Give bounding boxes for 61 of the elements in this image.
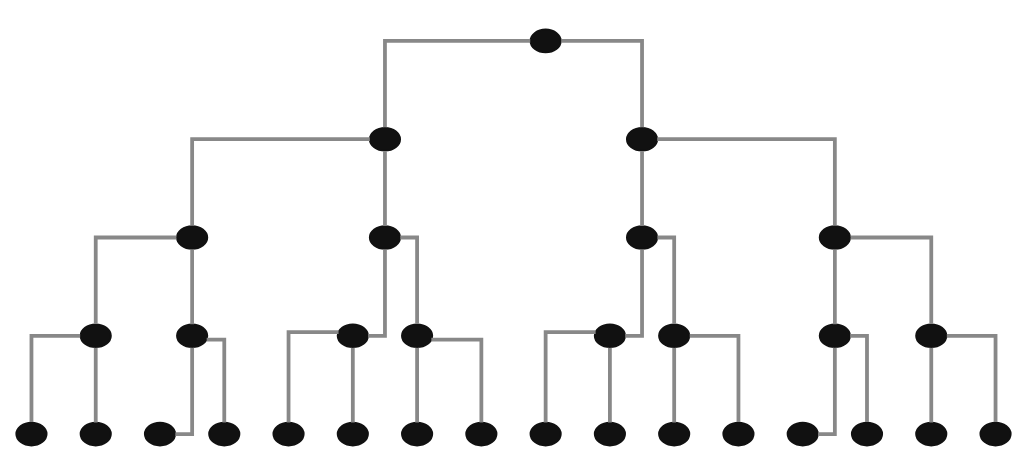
node-circle	[915, 421, 948, 447]
node-circle	[850, 421, 884, 447]
node-circle	[368, 225, 402, 250]
connector	[93, 235, 177, 324]
node-circle	[79, 421, 112, 447]
node-circle	[818, 225, 851, 250]
connector	[672, 347, 677, 423]
node-circle	[529, 421, 562, 447]
connector	[29, 333, 81, 423]
node-circle	[401, 421, 434, 447]
connector	[850, 333, 869, 423]
connector	[929, 347, 934, 423]
connector	[946, 333, 998, 423]
connector	[400, 235, 419, 324]
connector	[640, 151, 644, 226]
connector	[206, 337, 227, 423]
node-circle	[143, 421, 177, 447]
connector	[286, 330, 339, 423]
node-circle	[368, 126, 402, 152]
connector	[608, 347, 612, 423]
node-circle	[625, 225, 659, 250]
node-circle	[593, 421, 626, 447]
connector	[415, 347, 419, 423]
connector	[561, 39, 644, 128]
connector	[543, 330, 596, 423]
connector	[350, 347, 355, 423]
connector	[689, 333, 741, 423]
node-circle	[401, 323, 434, 349]
node-circle	[979, 421, 1012, 447]
node-circle	[593, 323, 626, 349]
node-circle	[786, 421, 819, 447]
connector	[657, 137, 837, 226]
node-circle	[818, 323, 851, 349]
node-circle	[529, 28, 562, 54]
connector	[190, 249, 195, 325]
node-circle	[625, 126, 659, 152]
node-circle	[176, 323, 209, 349]
node-circle	[658, 323, 691, 349]
connector	[368, 249, 387, 338]
connector	[431, 337, 484, 423]
connector	[175, 347, 195, 436]
connector	[850, 235, 934, 324]
connector	[383, 151, 387, 226]
node-circle	[915, 323, 948, 349]
node-circle	[272, 421, 305, 447]
connector	[383, 39, 531, 128]
node-circle	[208, 421, 241, 447]
connector	[93, 347, 98, 423]
connector	[625, 249, 644, 338]
node-circle	[722, 421, 755, 447]
node-circle	[176, 225, 209, 250]
node-circle	[336, 421, 369, 447]
connector	[818, 347, 837, 436]
connector	[657, 235, 677, 324]
node-circle	[465, 421, 498, 447]
node-circle	[658, 421, 691, 447]
node-circle	[79, 323, 112, 349]
node-circle	[15, 421, 48, 447]
connector	[832, 249, 837, 325]
connector	[190, 137, 370, 226]
node-circle	[336, 323, 369, 349]
